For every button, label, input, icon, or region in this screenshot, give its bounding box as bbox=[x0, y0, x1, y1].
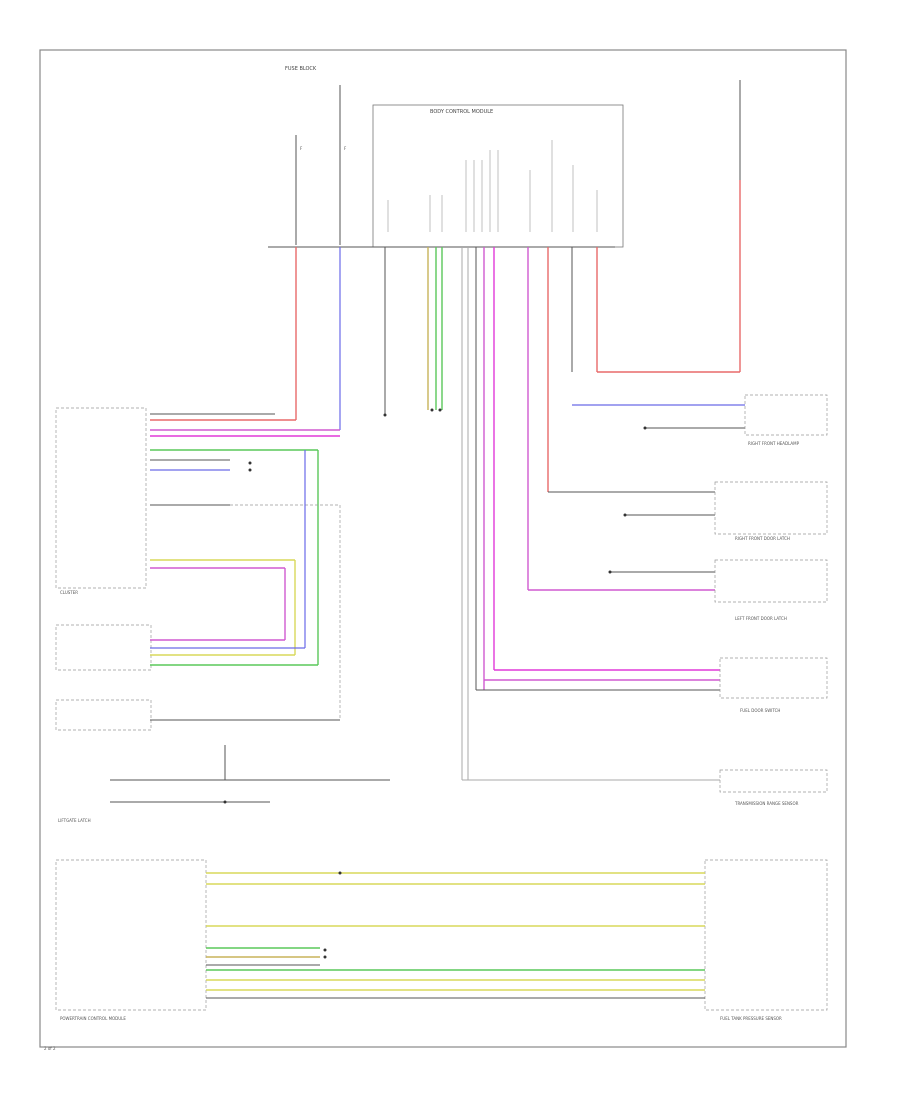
top-left-label: FUSE BLOCK bbox=[285, 66, 317, 72]
cluster-label: CLUSTER bbox=[60, 590, 78, 595]
diagram-frame bbox=[39, 49, 847, 1048]
right-headlamp-box bbox=[744, 394, 828, 436]
fuse-block-label: FUSE BLOCK bbox=[285, 66, 317, 72]
fuel-door-switch-label: FUEL DOOR SWITCH bbox=[740, 708, 780, 713]
right-door-latch-box bbox=[714, 481, 828, 535]
svg-text:F: F bbox=[344, 146, 347, 151]
lower-left-module-box bbox=[55, 624, 152, 671]
powertrain-label: POWERTRAIN CONTROL MODULE bbox=[60, 1016, 126, 1021]
fuel-sensor-label: FUEL TANK PRESSURE SENSOR bbox=[720, 1016, 782, 1021]
right-door-latch-label: RIGHT FRONT DOOR LATCH bbox=[735, 536, 790, 541]
body-control-module-label: BODY CONTROL MODULE bbox=[430, 109, 493, 115]
page-reference: 2 of 2 bbox=[44, 1046, 56, 1051]
powertrain-module-box bbox=[55, 859, 207, 1011]
left-door-latch-box bbox=[714, 559, 828, 603]
fuel-sensor-box bbox=[704, 859, 828, 1011]
right-headlamp-label: RIGHT FRONT HEADLAMP bbox=[748, 441, 800, 446]
transmission-range-label: TRANSMISSION RANGE SENSOR bbox=[734, 801, 799, 806]
lower-left-switch-box bbox=[55, 699, 152, 731]
cluster-box bbox=[55, 407, 147, 589]
transmission-range-box bbox=[719, 769, 828, 793]
module-pin-stubs bbox=[387, 140, 598, 232]
svg-text:F: F bbox=[300, 146, 303, 151]
fuel-door-switch-box bbox=[719, 657, 828, 699]
liftgate-latch-label: LIFTGATE LATCH bbox=[58, 818, 91, 823]
left-door-latch-label: LEFT FRONT DOOR LATCH bbox=[735, 616, 787, 621]
